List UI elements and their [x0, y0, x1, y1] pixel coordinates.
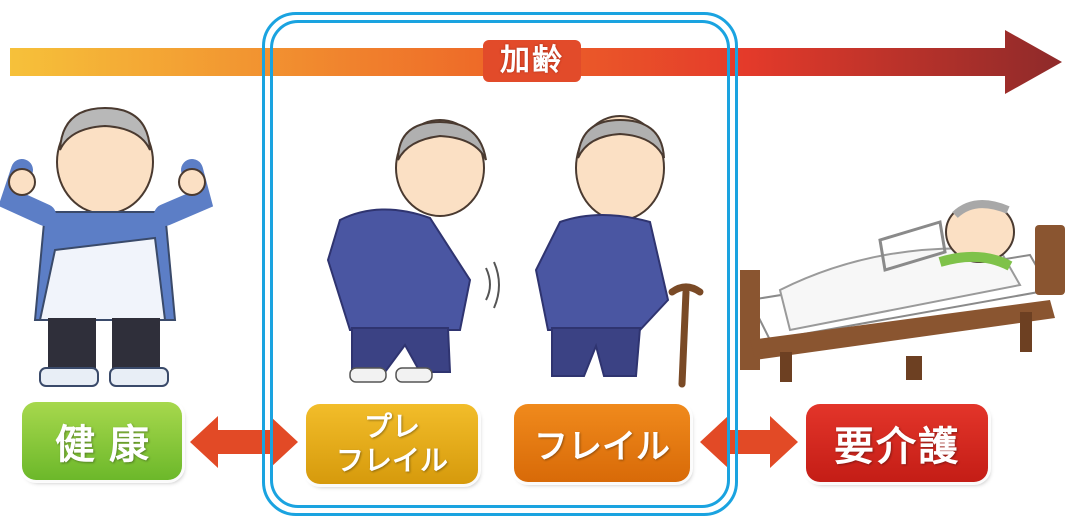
frailty-zone-frame-inner	[270, 20, 730, 508]
stage-pre-frailty-label: プレ フレイル	[306, 404, 478, 484]
aging-label: 加齢	[500, 43, 564, 78]
pre-frailty-line1: プレ	[363, 410, 420, 443]
aging-label-box	[483, 40, 581, 82]
frail-elder-figure	[534, 115, 704, 388]
stage-care-needed-label: 要介護	[806, 404, 988, 482]
pre-frail-elder-figure	[326, 119, 500, 383]
stage-frailty-label: フレイル	[514, 404, 690, 482]
frailty-zone-frame-outer	[262, 12, 738, 516]
care-needed-bed-figure	[740, 200, 1065, 382]
pre-frailty-line2: フレイル	[335, 444, 448, 477]
stage-health-label: 健康	[22, 402, 182, 480]
healthy-elder-figure	[0, 106, 214, 387]
frail-care-double-arrow	[700, 416, 798, 468]
